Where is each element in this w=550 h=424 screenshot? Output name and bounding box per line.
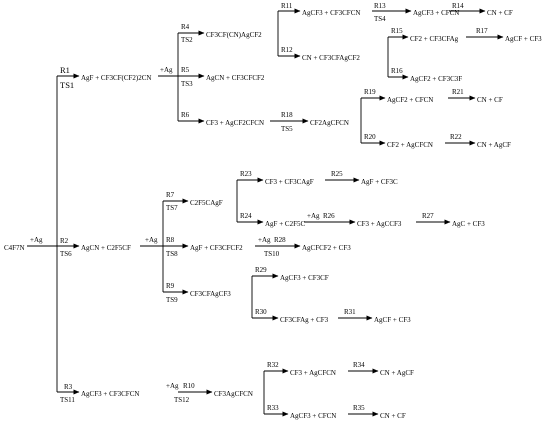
product-p6: CF3 + AgCF2CFCN bbox=[206, 119, 264, 127]
plus-ag-label: +Ag bbox=[166, 382, 179, 390]
reaction-label-r14: R14 bbox=[452, 2, 464, 10]
product-p10: CF3AgCFCN bbox=[214, 390, 253, 398]
product-p19: AgCF2 + CFCN bbox=[387, 96, 433, 104]
ts-label-ts6: TS6 bbox=[60, 250, 72, 258]
reaction-label-r8: R8 bbox=[166, 236, 175, 244]
ts-label-ts2: TS2 bbox=[181, 36, 193, 44]
product-p28: AgCFCF2 + CF3 bbox=[302, 244, 351, 252]
product-p11: AgCF3 + CF3CFCN bbox=[302, 9, 360, 17]
ts-label-ts4: TS4 bbox=[374, 15, 386, 23]
product-p2: AgCN + C2F5CF bbox=[81, 244, 131, 252]
product-p34: CN + AgCF bbox=[380, 369, 414, 377]
ts-label-ts10: TS10 bbox=[264, 250, 280, 258]
product-p13: AgCF3 + CFCN bbox=[413, 9, 459, 17]
reaction-label-r32: R32 bbox=[267, 361, 279, 369]
reaction-label-r33: R33 bbox=[267, 404, 279, 412]
reaction-label-r4: R4 bbox=[181, 23, 190, 31]
product-p20: CF2 + AgCFCN bbox=[387, 141, 433, 149]
reaction-label-r34: R34 bbox=[353, 361, 365, 369]
reaction-label-r16: R16 bbox=[391, 67, 403, 75]
reaction-label-r35: R35 bbox=[353, 404, 365, 412]
product-p8: AgF + CF3CFCF2 bbox=[190, 244, 243, 252]
reaction-label-r12: R12 bbox=[281, 46, 293, 54]
branch3-connectors bbox=[178, 368, 379, 417]
plus-ag-label: +Ag bbox=[258, 236, 271, 244]
product-p35: CN + CF bbox=[380, 412, 406, 420]
reaction-label-r24: R24 bbox=[240, 212, 252, 220]
ts-label-ts9: TS9 bbox=[166, 296, 178, 304]
product-p15: CF2 + CF3CFAg bbox=[410, 35, 459, 43]
reaction-label-r17: R17 bbox=[476, 27, 488, 35]
reaction-label-r10: R10 bbox=[183, 382, 195, 390]
ts-label-ts8: TS8 bbox=[166, 250, 178, 258]
product-p18: CF2AgCFCN bbox=[310, 119, 349, 127]
product-p25: AgF + CF3C bbox=[361, 178, 398, 186]
product-p23: CF3 + CF3CAgF bbox=[265, 178, 314, 186]
branch1-connectors bbox=[158, 8, 504, 146]
product-p3: AgCF3 + CF3CFCN bbox=[81, 390, 139, 398]
product-p24: AgF + C2F5C bbox=[265, 220, 305, 228]
reaction-label-r3: R3 bbox=[64, 383, 73, 391]
product-p14: CN + CF bbox=[487, 9, 513, 17]
product-p31: AgCF + CF3 bbox=[374, 316, 411, 324]
reaction-label-r11: R11 bbox=[281, 2, 293, 10]
reaction-label-r19: R19 bbox=[364, 88, 376, 96]
reaction-label-r18: R18 bbox=[281, 111, 293, 119]
plus-ag-label: +Ag bbox=[160, 66, 173, 74]
product-p33: AgCF3 + CFCN bbox=[290, 412, 336, 420]
reaction-label-r29: R29 bbox=[255, 266, 267, 274]
product-p21: CN + CF bbox=[477, 96, 503, 104]
product-p22: CN + AgCF bbox=[477, 141, 511, 149]
product-p32: CF3 + AgCFCN bbox=[290, 369, 336, 377]
level1-trunk bbox=[27, 73, 80, 395]
ts-label-ts11: TS11 bbox=[60, 396, 75, 404]
reaction-label-r20: R20 bbox=[364, 133, 376, 141]
reaction-label-r5: R5 bbox=[181, 66, 190, 74]
reaction-label-r26: R26 bbox=[323, 212, 335, 220]
ts-label-ts7: TS7 bbox=[166, 204, 178, 212]
product-p5: AgCN + CF3CFCF2 bbox=[206, 74, 265, 82]
plus-ag-label: +Ag bbox=[145, 236, 158, 244]
plus-ag-label: +Ag bbox=[30, 236, 43, 244]
product-p12: CN + CF3CFAgCF2 bbox=[302, 54, 360, 62]
reaction-label-r6: R6 bbox=[181, 111, 190, 119]
reaction-label-r25: R25 bbox=[331, 170, 343, 178]
branch2-connectors bbox=[140, 177, 451, 321]
product-p16: AgCF2 + CF3C3F bbox=[410, 75, 462, 83]
product-p30: CF3CFAg + CF3 bbox=[280, 316, 329, 324]
reaction-label-r7: R7 bbox=[166, 191, 175, 199]
reaction-label-r28: R28 bbox=[274, 236, 286, 244]
ts-label-ts3: TS3 bbox=[181, 80, 193, 88]
product-p9: CF3CFAgCF3 bbox=[190, 290, 231, 298]
reaction-label-r21: R21 bbox=[452, 88, 464, 96]
reaction-label-r1: R1 bbox=[60, 65, 70, 75]
plus-ag-label: +Ag bbox=[307, 212, 320, 220]
product-p1: AgF + CF3CF(CF2)2CN bbox=[81, 74, 151, 82]
product-p26: CF3 + AgCCF3 bbox=[357, 220, 402, 228]
reaction-label-r31: R31 bbox=[344, 308, 356, 316]
product-p7: C2F5CAgF bbox=[190, 199, 223, 207]
reaction-label-r15: R15 bbox=[391, 27, 403, 35]
ts-label-ts12: TS12 bbox=[174, 396, 190, 404]
ts-label-ts1: TS1 bbox=[60, 80, 74, 90]
reaction-label-r22: R22 bbox=[450, 133, 462, 141]
product-p4: CF3CF(CN)AgCF2 bbox=[206, 31, 262, 39]
product-p27: AgC + CF3 bbox=[452, 220, 485, 228]
reaction-label-r27: R27 bbox=[422, 212, 434, 220]
reaction-label-r30: R30 bbox=[255, 308, 267, 316]
reaction-label-r2: R2 bbox=[60, 237, 69, 245]
product-p29: AgCF3 + CF3CF bbox=[280, 274, 329, 282]
root-species: C4F7N bbox=[4, 244, 25, 252]
reaction-label-r13: R13 bbox=[374, 2, 386, 10]
reaction-label-r9: R9 bbox=[166, 282, 175, 290]
product-p17: AgCF + CF3 bbox=[505, 35, 542, 43]
reaction-label-r23: R23 bbox=[240, 170, 252, 178]
ts-label-ts5: TS5 bbox=[281, 125, 293, 133]
